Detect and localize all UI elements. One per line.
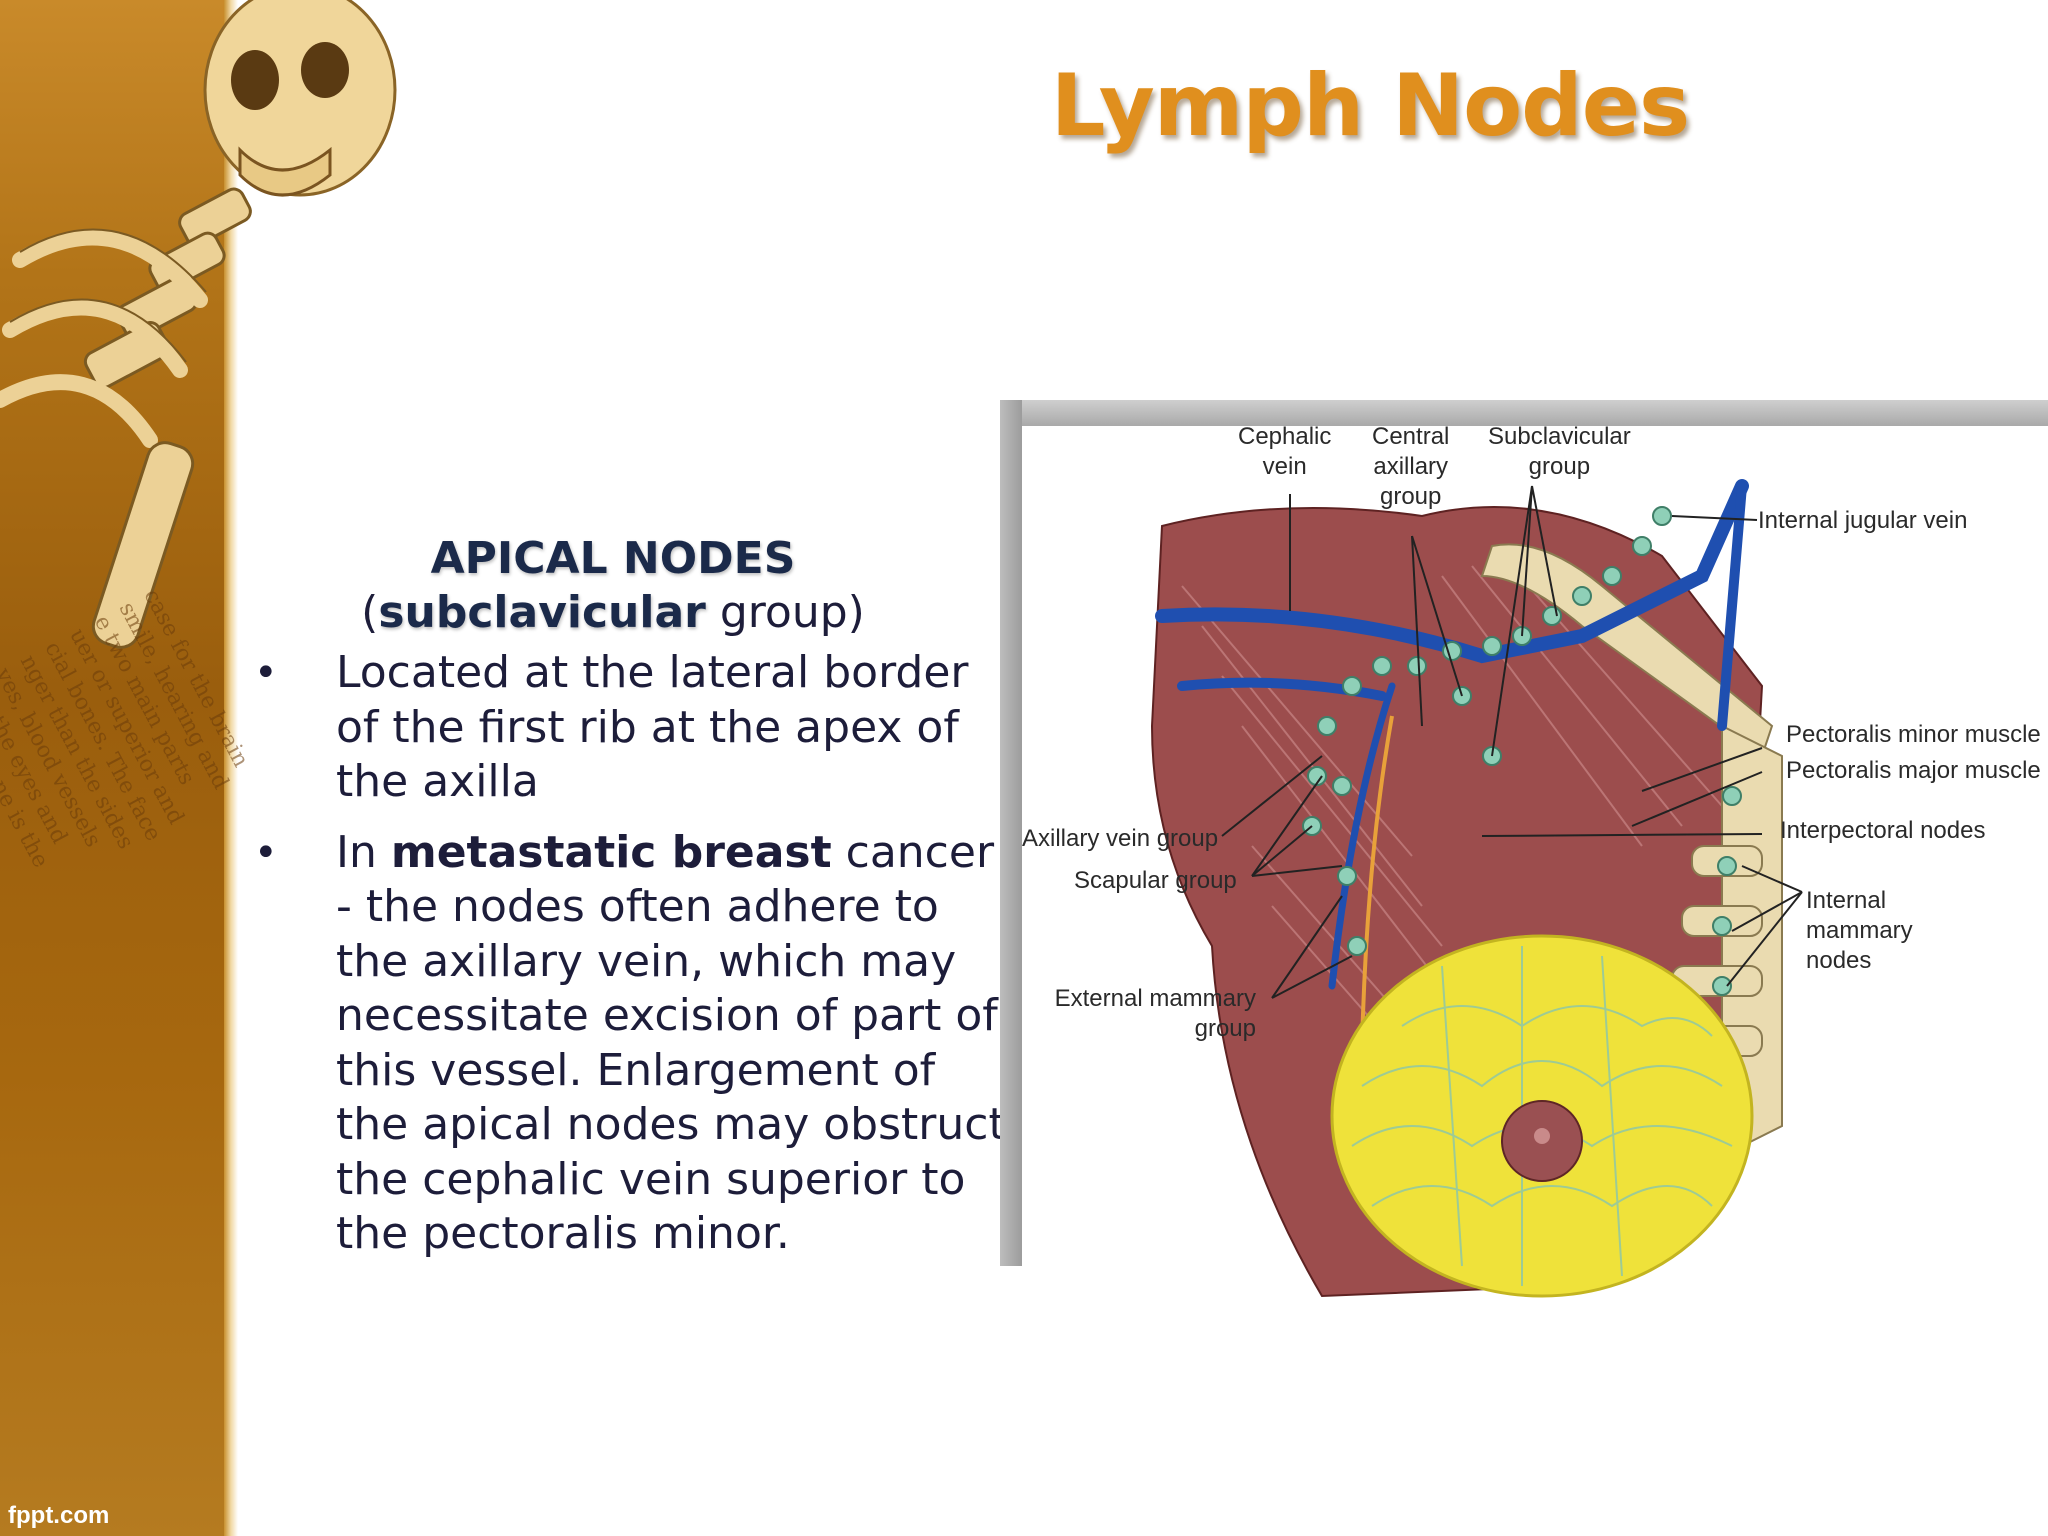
label-central-axillary-text: Central axillary group (1372, 423, 1450, 510)
bullet-text-bold: metastatic breast (390, 826, 832, 878)
label-pectoralis-major-muscle: Pectoralis major muscle (1786, 757, 2041, 784)
subheading-rest: group) (705, 587, 865, 638)
label-axillary-vein-group: Axillary vein group (1022, 825, 1219, 852)
label-internal-mammary-text: Internal mammary nodes (1806, 887, 1913, 974)
text-block: APICAL NODES (subclavicular group) • Loc… (248, 532, 1008, 1278)
bullet-text-pre: In (336, 826, 391, 878)
label-subclavicular-text: Subclavicular group (1488, 423, 1631, 480)
frame-left-edge (1000, 400, 1022, 1266)
brand-logo: fppt.com (8, 1502, 110, 1529)
label-internal-mammary-nodes: Internal mammary nodes (1806, 886, 1913, 976)
section-heading: APICAL NODES (430, 533, 796, 584)
subheading-bold-term: subclavicular (378, 587, 706, 638)
label-internal-jugular-vein: Internal jugular vein (1758, 507, 1968, 534)
label-external-mammary-text: External mammary group (1054, 985, 1256, 1042)
anatomy-figure: Cephalic vein Central axillary group Sub… (1022, 423, 2048, 1306)
bullet-marker: • (254, 829, 278, 876)
bullet-item: • In metastatic breast cancer - the node… (248, 826, 1016, 1262)
label-central-axillary-group: Central axillary group (1372, 422, 1449, 512)
anatomy-illustration (1150, 479, 1803, 1298)
label-cephalic-vein-text: Cephalic vein (1238, 423, 1332, 480)
slide-title: Lymph Nodes (1050, 56, 1691, 156)
bullet-marker: • (254, 650, 278, 696)
label-cephalic-vein: Cephalic vein (1238, 422, 1331, 482)
frame-top-edge (1000, 400, 2048, 426)
bullet-text: Located at the lateral border of the fir… (336, 647, 969, 807)
section-subheading: (subclavicular group) (248, 586, 978, 640)
label-external-mammary-group: External mammary group (1030, 984, 1256, 1044)
label-interpectoral-nodes: Interpectoral nodes (1780, 817, 1986, 844)
bullet-item: • Located at the lateral border of the f… (248, 646, 1016, 810)
label-subclavicular-group: Subclavicular group (1488, 422, 1631, 482)
band-edge (224, 0, 238, 1536)
label-pectoralis-minor-muscle: Pectoralis minor muscle (1786, 721, 2041, 748)
subheading-open-paren: ( (361, 587, 379, 638)
bullet-text-post: cancer - the nodes often adhere to the a… (336, 826, 1006, 1260)
skeleton-illustration: case for the brain smile, hearing and e … (0, 0, 397, 872)
bullet-list: • Located at the lateral border of the f… (248, 646, 1008, 1262)
label-scapular-group: Scapular group (1074, 867, 1237, 894)
